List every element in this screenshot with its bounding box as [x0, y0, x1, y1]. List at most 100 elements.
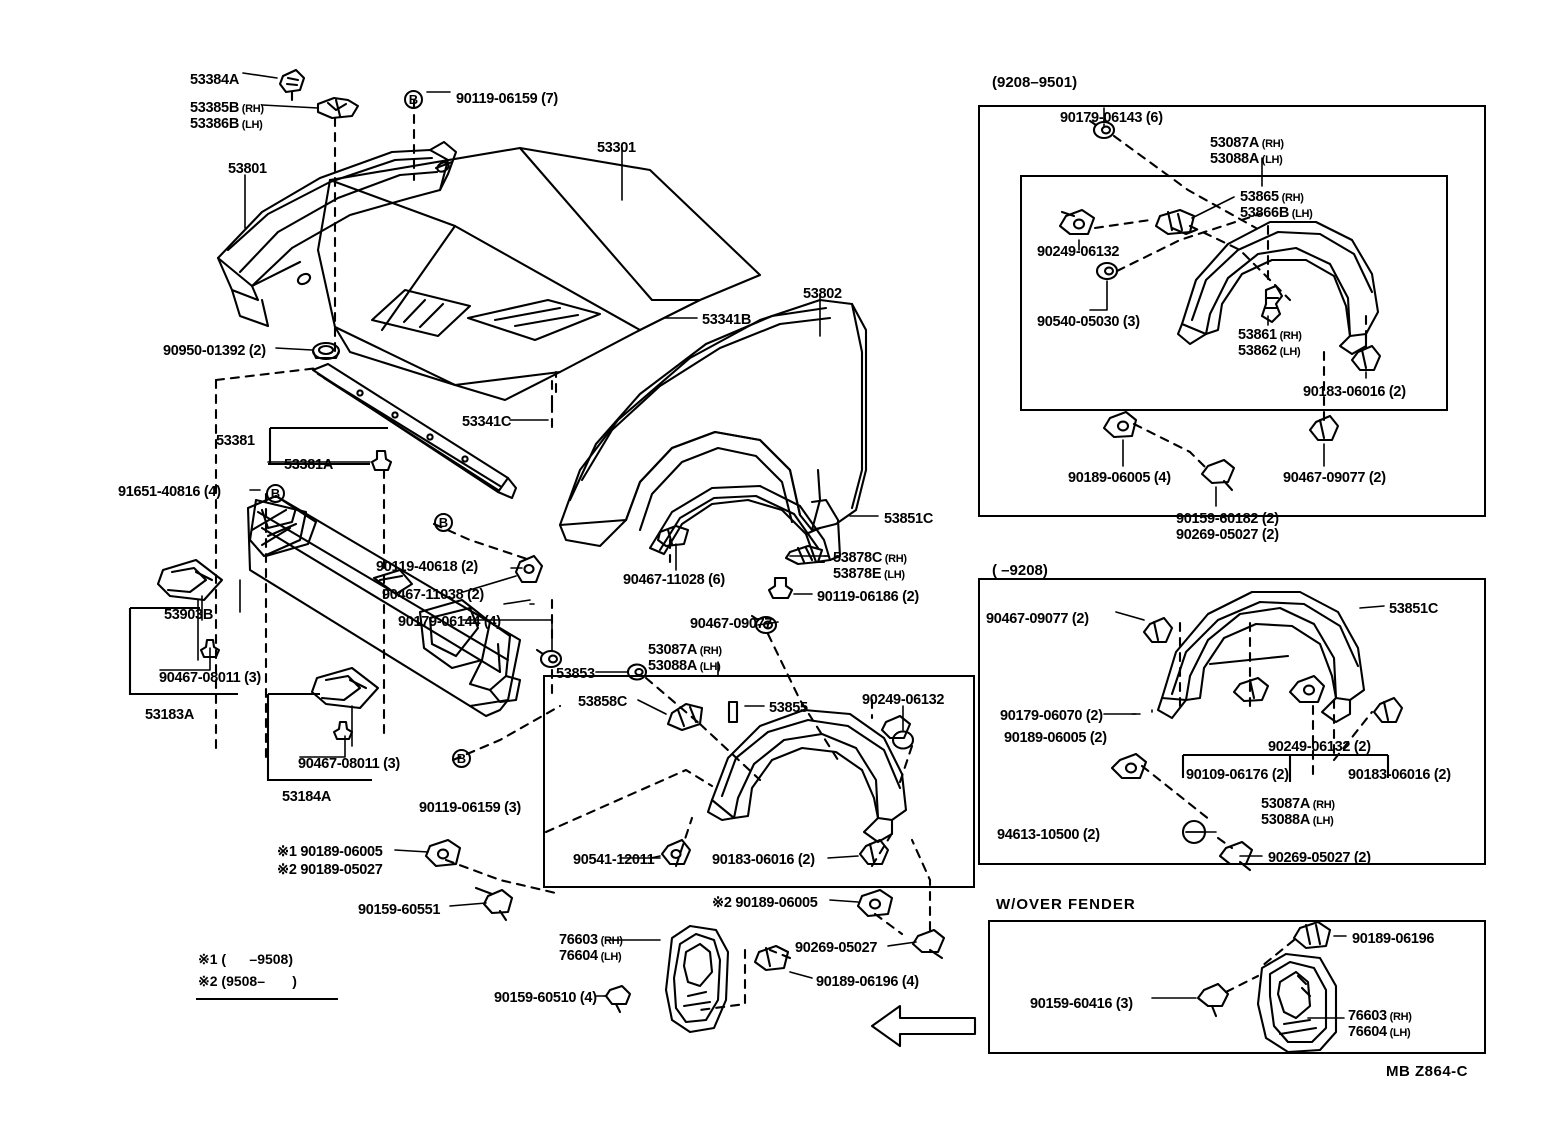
part-label-l22: 90119-06159 (3)	[419, 800, 521, 816]
part-label-l17: 90179-06144 (4)	[398, 614, 501, 630]
part-number: 53088A	[648, 658, 697, 674]
part-label-l18: 90467-08011 (3)	[159, 670, 261, 686]
part-number: 53866B	[1240, 205, 1289, 221]
part-side-suffix: (LH)	[1310, 815, 1334, 827]
part-label-c5: 90541-12011	[573, 852, 655, 868]
part-number: 53087A	[648, 642, 697, 658]
part-label-o1: 90189-06196	[1352, 931, 1435, 947]
part-label-c3: 53858C	[578, 694, 627, 710]
part-label-c6: 90183-06016 (2)	[712, 852, 815, 868]
part-label-l9: 90950-01392 (2)	[163, 343, 266, 359]
part-label-l35: 76604 (LH)	[559, 948, 622, 965]
part-label-l25: 53878C (RH)	[833, 551, 907, 567]
part-label-l31: ※1 90189-06005	[277, 844, 383, 860]
part-side-suffix: (RH)	[1276, 330, 1302, 342]
part-label-l37: ※2 90189-06005	[712, 895, 818, 911]
part-side-suffix: (RH)	[239, 103, 264, 115]
part-number: 53862	[1238, 343, 1277, 359]
circle-mark-b-icon: B	[434, 513, 453, 532]
part-label-l24: 90467-11028 (6)	[623, 572, 725, 588]
part-number: 53385B	[190, 100, 239, 116]
inset-header-top-right: (9208–9501)	[992, 74, 1078, 91]
part-label-l34: 76603 (RH)	[559, 933, 623, 949]
part-side-suffix: (RH)	[1278, 192, 1304, 204]
part-label-l29: 53087A (RH)	[648, 643, 722, 659]
part-side-suffix: (LH)	[881, 569, 905, 581]
part-label-c4: 90249-06132	[862, 692, 945, 708]
part-label-l4: 90119-06159 (7)	[456, 91, 558, 107]
part-number: 53088A	[1210, 151, 1259, 167]
part-number: 76604	[1348, 1024, 1387, 1040]
circle-mark-b-icon: B	[266, 484, 285, 503]
part-number: 53878E	[833, 566, 882, 582]
part-side-suffix: (LH)	[597, 951, 622, 963]
part-label-l23: 53851C	[884, 511, 933, 527]
part-label-t7: 90540-05030 (3)	[1037, 314, 1140, 330]
part-label-t9: 53862 (LH)	[1238, 343, 1301, 360]
part-side-suffix: (RH)	[1259, 138, 1284, 150]
part-label-o4: 76604 (LH)	[1348, 1024, 1411, 1041]
inset-box-mid-right	[978, 578, 1486, 865]
part-label-l16: 53903B	[164, 607, 213, 623]
part-label-l32: ※2 90189-05027	[277, 862, 383, 878]
part-label-o2: 90159-60416 (3)	[1030, 996, 1133, 1012]
part-label-l19: 53183A	[145, 707, 194, 723]
part-label-m4: 90189-06005 (2)	[1004, 730, 1107, 746]
part-label-t4: 53865 (RH)	[1240, 190, 1304, 206]
part-label-m1: 90467-09077 (2)	[986, 611, 1089, 627]
part-label-m2: 53851C	[1389, 601, 1438, 617]
part-label-l8: 53802	[803, 286, 842, 302]
footnote-2: ※2 (9508– )	[198, 973, 297, 989]
part-label-l7: 53341B	[702, 312, 751, 328]
part-label-l27: 90119-06186 (2)	[817, 589, 919, 605]
part-number: 76604	[559, 948, 598, 964]
inset-box-top-right-inner	[1020, 175, 1448, 411]
circle-mark-b-icon: B	[404, 90, 423, 109]
part-label-t13: 90159-60182 (2)	[1176, 511, 1279, 527]
part-label-c1: 53853	[556, 666, 595, 682]
part-label-l21: 53184A	[282, 789, 331, 805]
part-label-l6: 53301	[597, 140, 636, 156]
part-label-l12: 53381A	[284, 457, 333, 473]
part-label-t10: 90183-06016 (2)	[1303, 384, 1406, 400]
part-label-l14: 90119-40618 (2)	[376, 559, 478, 575]
part-label-l38: 90269-05027	[795, 940, 878, 956]
part-number: 53088A	[1261, 812, 1310, 828]
part-label-t5: 53866B (LH)	[1240, 206, 1313, 222]
inset-box-top-right	[978, 105, 1486, 517]
footnote-1: ※1 ( –9508)	[198, 951, 293, 967]
part-side-suffix: (LH)	[1276, 346, 1301, 358]
part-label-m11: 90269-05027 (2)	[1268, 850, 1371, 866]
part-label-m7: 90183-06016 (2)	[1348, 767, 1451, 783]
inset-header-over-fender: W/OVER FENDER	[996, 896, 1136, 913]
part-label-m5: 90249-06132 (2)	[1268, 739, 1371, 755]
part-side-suffix: (RH)	[882, 553, 907, 565]
part-label-l1: 53384A	[190, 72, 239, 88]
part-number: 76603	[559, 932, 598, 948]
part-number: 53861	[1238, 327, 1277, 343]
part-side-suffix: (RH)	[697, 645, 722, 657]
part-label-l10: 53341C	[462, 414, 511, 430]
part-label-t3: 53088A (LH)	[1210, 152, 1283, 168]
part-side-suffix: (RH)	[1310, 799, 1335, 811]
part-label-l36: 90159-60510 (4)	[494, 990, 597, 1006]
footnote-underline	[196, 998, 338, 1000]
part-label-l20: 90467-08011 (3)	[298, 756, 400, 772]
part-label-m8: 53087A (RH)	[1261, 797, 1335, 813]
part-label-l28: 90467-09077	[690, 616, 773, 632]
part-label-l11: 53381	[216, 433, 255, 449]
part-label-m6: 90109-06176 (2)	[1186, 767, 1289, 783]
part-label-m3: 90179-06070 (2)	[1000, 708, 1103, 724]
part-label-t1: 90179-06143 (6)	[1060, 110, 1163, 126]
inset-box-center	[543, 675, 975, 888]
part-label-l15: 90467-11038 (2)	[382, 587, 484, 603]
part-number: 53087A	[1261, 796, 1310, 812]
part-label-l13: 91651-40816 (4)	[118, 484, 221, 500]
part-label-l3: 53386B (LH)	[190, 117, 263, 133]
part-number: 53865	[1240, 189, 1279, 205]
inset-box-over-fender	[988, 920, 1486, 1054]
part-label-l26: 53878E (LH)	[833, 567, 905, 583]
part-label-c2: 53855	[769, 700, 808, 716]
part-label-m9: 53088A (LH)	[1261, 813, 1334, 829]
